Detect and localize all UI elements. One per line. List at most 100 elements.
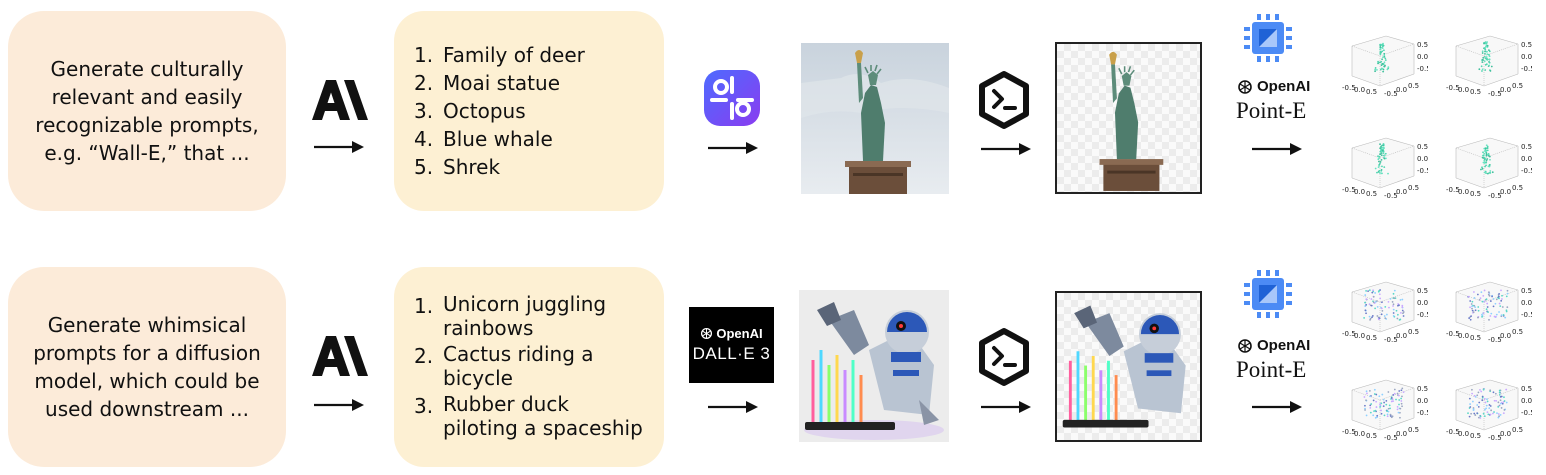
x-tick-label: -0.5 [1342,84,1356,92]
openai-label: OpenAI [1237,337,1310,354]
robot-cutout-image [1062,305,1186,428]
plot-axes [1351,379,1415,431]
z-tick-label: -0.5 [1521,311,1532,319]
statue-cutout-image [1099,51,1164,191]
z-tick-label: -0.5 [1521,409,1532,417]
y-tick-label: 0.0 [1396,86,1407,94]
list-item: 4.Blue whale [414,127,553,151]
terminal-hexagon-icon [979,71,1029,129]
terminal-hexagon-icon [979,328,1029,386]
z-tick-label: 0.5 [1521,385,1532,393]
prompt-text: Generate culturally relevant and easily … [35,57,259,165]
z-tick-label: 0.0 [1521,397,1532,405]
z-tick-label: -0.5 [1417,311,1428,319]
x-tick-label: 0.0 [1458,86,1469,94]
z-tick-label: -0.5 [1417,409,1428,417]
z-tick-label: -0.5 [1417,167,1428,175]
list-item: 3.Octopus [414,99,526,123]
y-tick-label: 0.0 [1500,86,1511,94]
arrow-icon [314,141,364,153]
list-item: 1.Unicorn juggling rainbows [414,292,607,340]
z-tick-label: 0.5 [1521,41,1532,49]
x-tick-label: 0.5 [1470,432,1481,440]
point-cloud-points [1363,289,1405,321]
plot-axes [1351,35,1415,87]
background-removed-image [1055,291,1202,442]
z-tick-label: 0.5 [1417,41,1428,49]
y-tick-label: 0.0 [1396,332,1407,340]
arrow-icon [708,401,758,413]
point-cloud-plot: 0.50.0-0.5-0.50.00.5-0.50.00.5 [1342,35,1428,98]
point-cloud-plot: 0.50.0-0.5-0.50.00.5-0.50.00.5 [1342,137,1428,200]
z-tick-label: 0.0 [1417,299,1428,307]
point-cloud-plot: 0.50.0-0.5-0.50.00.5-0.50.00.5 [1446,379,1532,442]
list-item: 1.Family of deer [414,43,585,67]
y-tick-label: 0.5 [1512,184,1523,192]
robot-illustration-image [799,290,949,442]
z-tick-label: 0.5 [1417,385,1428,393]
statue-of-liberty-image [801,43,949,194]
y-tick-label: 0.5 [1512,82,1523,90]
y-tick-label: -0.5 [1384,336,1398,344]
x-tick-label: 0.0 [1458,332,1469,340]
compute-chip-icon [1244,14,1292,62]
anthropic-logo-icon [312,336,368,376]
y-tick-label: -0.5 [1384,434,1398,442]
point-cloud-points [1478,41,1493,72]
generated-prompts-list: 1.Family of deer 2.Moai statue 3.Octopus… [394,11,664,211]
plot-axes [1455,35,1519,87]
arrow-icon [314,399,364,411]
point-cloud-points [1467,289,1509,321]
y-tick-label: -0.5 [1488,336,1502,344]
x-tick-label: -0.5 [1446,186,1460,194]
x-tick-label: 0.5 [1366,334,1377,342]
background-removed-image [1055,42,1202,194]
z-tick-label: 0.5 [1521,143,1532,151]
point-cloud-points [1374,42,1390,73]
x-tick-label: -0.5 [1446,330,1460,338]
x-tick-label: 0.0 [1354,332,1365,340]
openai-label: OpenAI [1237,78,1310,95]
point-cloud-points [1374,143,1389,175]
x-tick-label: -0.5 [1342,428,1356,436]
y-tick-label: -0.5 [1488,192,1502,200]
y-tick-label: 0.0 [1396,430,1407,438]
openai-logo-icon [1238,79,1252,94]
x-tick-label: -0.5 [1446,428,1460,436]
generated-prompts-list: 1.Unicorn juggling rainbows 2.Cactus rid… [394,267,664,467]
prompt-text: Generate whimsical prompts for a diffusi… [33,313,261,421]
y-tick-label: 0.5 [1512,328,1523,336]
point-cloud-plot: 0.50.0-0.5-0.50.00.5-0.50.00.5 [1446,35,1532,98]
x-tick-label: 0.0 [1458,188,1469,196]
list-item: 5.Shrek [414,155,501,179]
x-tick-label: 0.0 [1458,430,1469,438]
dalle-3-logo: OpenAI DALL·E 3 [689,307,774,383]
arrow-icon [1252,143,1302,155]
z-tick-label: 0.5 [1417,287,1428,295]
z-tick-label: 0.5 [1521,287,1532,295]
list-item: 2.Moai statue [414,71,561,95]
y-tick-label: 0.5 [1512,426,1523,434]
y-tick-label: -0.5 [1384,90,1398,98]
y-tick-label: 0.5 [1408,426,1419,434]
x-tick-label: 0.5 [1366,190,1377,198]
z-tick-label: 0.0 [1417,53,1428,61]
x-tick-label: 0.5 [1470,334,1481,342]
x-tick-label: 0.5 [1470,88,1481,96]
z-tick-label: -0.5 [1417,65,1428,73]
z-tick-label: -0.5 [1521,167,1532,175]
x-tick-label: 0.0 [1354,430,1365,438]
x-tick-label: -0.5 [1446,84,1460,92]
point-e-label: Point-E [1236,98,1307,123]
point-e-label: Point-E [1236,357,1307,382]
y-tick-label: -0.5 [1384,192,1398,200]
y-tick-label: -0.5 [1488,434,1502,442]
point-cloud-points [1363,387,1405,419]
z-tick-label: 0.0 [1521,155,1532,163]
arrow-icon [708,142,758,154]
z-tick-label: 0.0 [1417,397,1428,405]
z-tick-label: 0.0 [1521,53,1532,61]
arrow-icon [981,401,1031,413]
x-tick-label: 0.0 [1354,188,1365,196]
point-cloud-plot: 0.50.0-0.5-0.50.00.5-0.50.00.5 [1446,137,1532,200]
